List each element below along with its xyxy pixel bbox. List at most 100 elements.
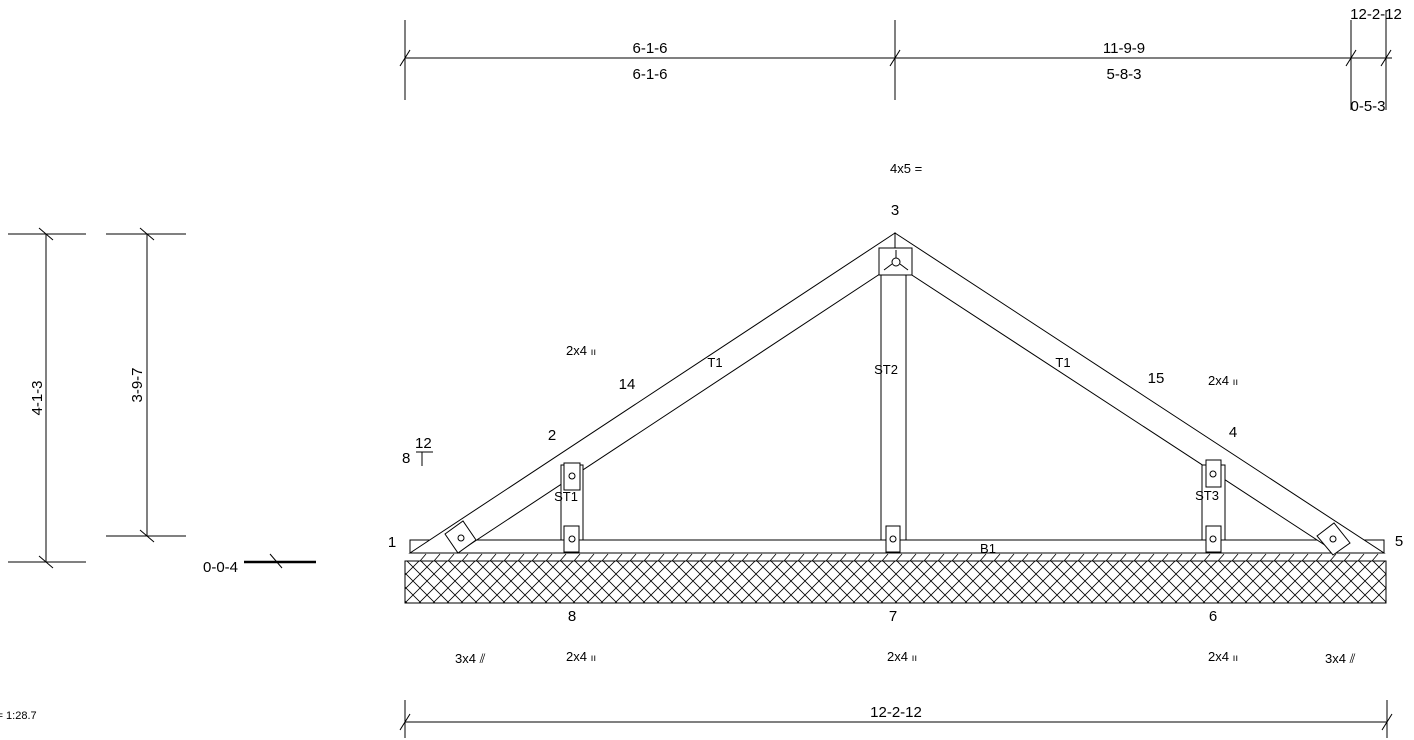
- ground-hatch-tick: [433, 553, 441, 562]
- ground-hatch-tick: [727, 553, 735, 562]
- ground-hatch-tick: [867, 553, 875, 562]
- ground-hatch-tick: [545, 553, 553, 562]
- label-bottom-chord: B1: [980, 541, 996, 556]
- top-dim-upper-2: 11-9-9: [1103, 40, 1145, 57]
- plate-size-heel-right: 3x4 ⫽: [1325, 651, 1356, 666]
- ground-hatch-tick: [531, 553, 539, 562]
- bottom-dim: 12-2-12: [870, 704, 922, 721]
- scale-label: Scale = 1:28.7: [0, 710, 37, 722]
- ground-hatch-tick: [573, 553, 581, 562]
- ground-hatch-tick: [475, 553, 483, 562]
- ground-hatch-tick: [993, 553, 1001, 562]
- connector-plates: [444, 247, 1351, 556]
- ground-hatch-tick: [1105, 553, 1113, 562]
- ground-hatch-tick: [1203, 553, 1211, 562]
- ground-hatch-tick: [587, 553, 595, 562]
- ground-hatch-tick: [937, 553, 945, 562]
- ground-hatch-tick: [1371, 553, 1379, 562]
- ground-hatch-tick: [923, 553, 931, 562]
- pitch-run: 12: [415, 435, 432, 452]
- ground-hatch-tick: [1175, 553, 1183, 562]
- top-dim-lower-3: 0-5-3: [1350, 98, 1385, 115]
- plate-size-bottom-6: 2x4 ıı: [1208, 649, 1238, 664]
- ground-hatch-tick: [909, 553, 917, 562]
- ground-hatch-tick: [755, 553, 763, 562]
- label-top-chord-right: T1: [1055, 355, 1070, 370]
- ground-hatch-tick: [741, 553, 749, 562]
- bottom-dimension-line: [399, 700, 1393, 738]
- plate-size-bottom-7: 2x4 ıı: [887, 649, 917, 664]
- joint-14: 14: [619, 376, 636, 393]
- left-dim-inner: 3-9-7: [129, 367, 146, 402]
- top-dimension-lines: [399, 10, 1392, 110]
- ground-hatch-tick: [1315, 553, 1323, 562]
- left-dim-offset: 0-0-4: [203, 559, 238, 576]
- ground-hatch-tick: [671, 553, 679, 562]
- label-center-stud: ST2: [874, 362, 898, 377]
- ground-hatch-tick: [1343, 553, 1351, 562]
- ground-hatch-tick: [797, 553, 805, 562]
- ground-hatch-tick: [1217, 553, 1225, 562]
- ground-hatch-tick: [965, 553, 973, 562]
- ground-hatch-tick: [895, 553, 903, 562]
- label-right-stud: ST3: [1195, 488, 1219, 503]
- plate-size-apex: 4x5 =: [890, 161, 922, 176]
- ground-hatch-tick: [503, 553, 511, 562]
- ground-hatch: [419, 553, 1379, 562]
- joint-1: 1: [388, 534, 396, 551]
- ground-hatch-tick: [853, 553, 861, 562]
- joint-8: 8: [568, 608, 576, 625]
- ground-hatch-tick: [447, 553, 455, 562]
- plate-top-left: [563, 462, 581, 491]
- plate-bottom-6: [1205, 525, 1222, 553]
- ground-hatch-tick: [1259, 553, 1267, 562]
- ground-hatch-tick: [1357, 553, 1365, 562]
- ground-hatch-tick: [1329, 553, 1337, 562]
- joint-6: 6: [1209, 608, 1217, 625]
- ground-hatch-tick: [1161, 553, 1169, 562]
- ground-hatch-tick: [1063, 553, 1071, 562]
- ground-hatch-tick: [419, 553, 427, 562]
- plate-heel-right: [1316, 522, 1351, 556]
- ground-hatch-tick: [643, 553, 651, 562]
- ground-hatch-tick: [559, 553, 567, 562]
- left-dim-overall: 4-1-3: [29, 380, 46, 415]
- plate-size-top-left: 2x4 ıı: [566, 343, 596, 358]
- label-left-stud: ST1: [554, 489, 578, 504]
- ground-hatch-tick: [1077, 553, 1085, 562]
- ground-hatch-tick: [825, 553, 833, 562]
- top-dim-lower-2: 5-8-3: [1106, 66, 1141, 83]
- ground-hatch-tick: [979, 553, 987, 562]
- bearing-wall: [404, 560, 1387, 604]
- ground-hatch-tick: [699, 553, 707, 562]
- ground-hatch-tick: [1035, 553, 1043, 562]
- plate-top-right: [1205, 459, 1222, 488]
- pitch-rise: 8: [402, 450, 410, 467]
- truss-members: [408, 232, 1386, 554]
- plate-heel-left: [444, 520, 477, 554]
- ground-hatch-tick: [1147, 553, 1155, 562]
- ground-hatch-tick: [629, 553, 637, 562]
- ground-hatch-tick: [839, 553, 847, 562]
- top-chord-left: [408, 232, 896, 554]
- ground-hatch-tick: [601, 553, 609, 562]
- top-dim-lower-1: 6-1-6: [632, 66, 667, 83]
- center-stud: [880, 264, 907, 541]
- ground-hatch-tick: [1119, 553, 1127, 562]
- top-dim-upper-3: 12-2-12: [1350, 6, 1402, 23]
- joint-15: 15: [1148, 370, 1165, 387]
- plate-bottom-8: [563, 525, 580, 553]
- plate-bottom-7: [885, 525, 901, 553]
- ground-hatch-tick: [489, 553, 497, 562]
- ground-hatch-tick: [1133, 553, 1141, 562]
- plate-size-bottom-8: 2x4 ıı: [566, 649, 596, 664]
- ground-hatch-tick: [713, 553, 721, 562]
- ground-hatch-tick: [517, 553, 525, 562]
- top-dim-upper-1: 6-1-6: [632, 40, 667, 57]
- ground-hatch-tick: [783, 553, 791, 562]
- plate-apex: [878, 247, 913, 276]
- ground-hatch-tick: [1007, 553, 1015, 562]
- joint-5: 5: [1395, 533, 1403, 550]
- pitch-symbol: 8 12: [402, 435, 433, 467]
